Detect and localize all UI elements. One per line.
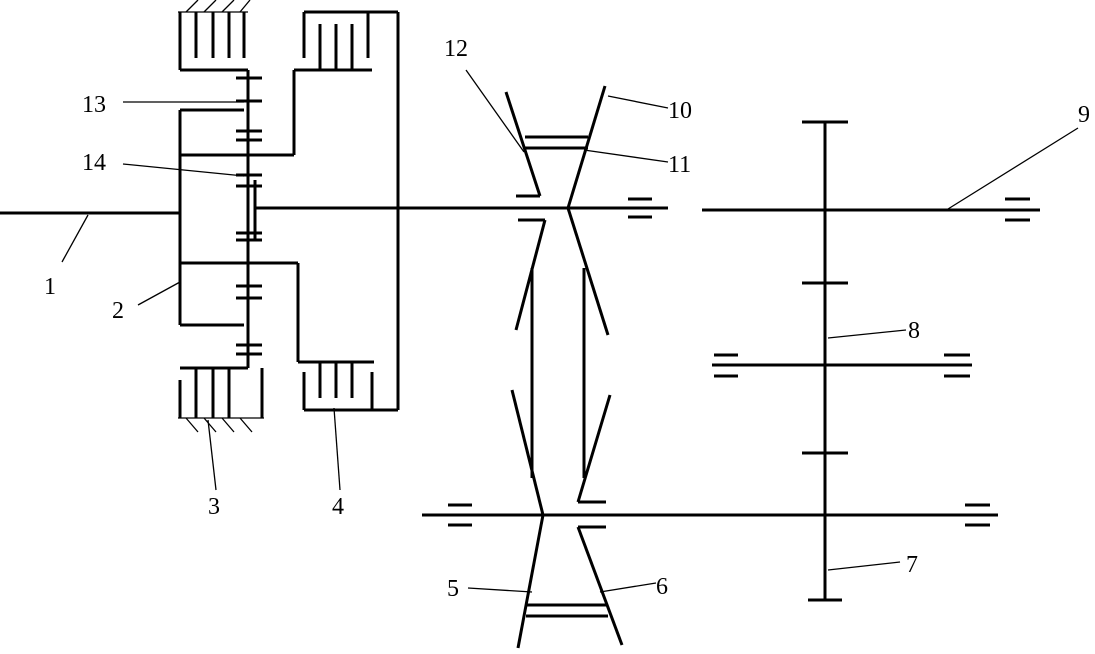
clutch-4 — [292, 10, 400, 412]
output-gear-train — [702, 120, 1040, 602]
label-11: 11 — [668, 152, 691, 178]
part-labels: 1 2 3 4 5 6 7 8 9 10 11 12 13 14 — [44, 36, 1090, 602]
leader-lines — [61, 69, 1079, 593]
label-14: 14 — [82, 150, 106, 176]
label-2: 2 — [112, 298, 124, 324]
label-3: 3 — [208, 494, 220, 520]
brake-3 — [178, 366, 264, 433]
brake-top — [178, 0, 251, 72]
label-7: 7 — [906, 552, 918, 578]
secondary-pulley — [510, 389, 624, 649]
label-4: 4 — [332, 494, 344, 520]
label-8: 8 — [908, 318, 920, 344]
secondary-shaft — [422, 503, 998, 527]
primary-pulley — [504, 85, 610, 336]
belt — [530, 268, 586, 478]
planetary-gear-set — [236, 70, 262, 368]
label-13: 13 — [82, 92, 106, 118]
label-6: 6 — [656, 574, 668, 600]
label-5: 5 — [447, 576, 459, 602]
label-10: 10 — [668, 98, 692, 124]
planet-carrier — [178, 108, 298, 327]
label-12: 12 — [444, 36, 468, 62]
main-shaft — [255, 197, 668, 219]
label-1: 1 — [44, 274, 56, 300]
label-9: 9 — [1078, 102, 1090, 128]
